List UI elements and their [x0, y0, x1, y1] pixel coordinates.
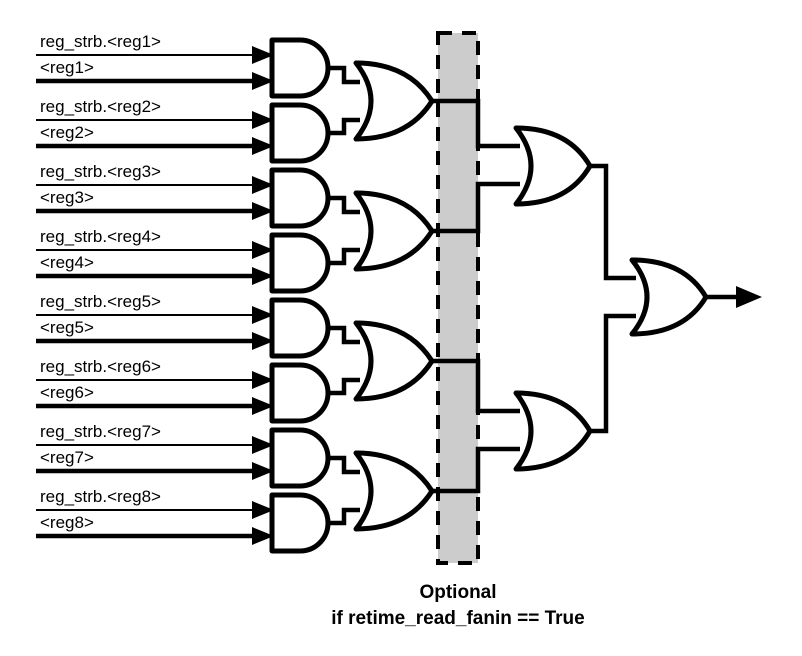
or-gate-stage1-d: [353, 450, 435, 532]
label-reg-strb-2: reg_strb.<reg2>: [40, 97, 161, 116]
label-reg-strb-8: reg_strb.<reg8>: [40, 487, 161, 506]
arrowhead-reg-strb-5: [252, 306, 274, 324]
wire-and6-to-or-c: [328, 377, 360, 396]
stage2-to-final-wires-group: [590, 163, 636, 434]
and-gate-7: [269, 427, 331, 489]
or-gate-stage2-bottom: [513, 390, 593, 472]
caption-optional: Optional: [419, 582, 496, 603]
arrowhead-reg-1: [252, 72, 274, 90]
label-reg-5: <reg5>: [40, 318, 94, 337]
label-reg-strb-5: reg_strb.<reg5>: [40, 292, 161, 311]
arrowhead-reg-6: [252, 397, 274, 415]
arrowhead-reg-strb-7: [252, 436, 274, 454]
and-gate-8: [269, 492, 331, 554]
arrowhead-reg-strb-3: [252, 176, 274, 194]
and-gates-group: [269, 37, 331, 554]
wire-and1-to-or-a: [328, 65, 360, 85]
wire-and2-to-or-a: [328, 117, 360, 136]
arrowhead-reg-strb-8: [252, 501, 274, 519]
or-gate-stage1-a: [353, 60, 435, 142]
or-gate-stage1-c: [353, 320, 435, 402]
or-gate-stage2-top: [513, 125, 593, 207]
arrowhead-output: [736, 286, 762, 308]
or-gate-stage1-b: [353, 190, 435, 272]
input-labels-group: reg_strb.<reg1> <reg1> reg_strb.<reg2> <…: [40, 32, 161, 532]
arrowhead-reg-5: [252, 332, 274, 350]
arrowhead-reg-2: [252, 137, 274, 155]
and-gate-1: [269, 37, 331, 99]
wire-or-bottom-to-final: [590, 313, 636, 434]
input-wires-group: [36, 46, 274, 545]
label-reg-6: <reg6>: [40, 383, 94, 402]
arrowhead-reg-strb-4: [252, 241, 274, 259]
caption-group: Optional if retime_read_fanin == True: [331, 582, 584, 629]
arrowhead-reg-8: [252, 527, 274, 545]
and-gate-6: [269, 362, 331, 424]
arrowhead-reg-3: [252, 202, 274, 220]
caption-condition: if retime_read_fanin == True: [331, 608, 584, 629]
and-gate-5: [269, 297, 331, 359]
wire-and5-to-or-c: [328, 325, 360, 345]
arrowhead-reg-7: [252, 462, 274, 480]
wire-and4-to-or-b: [328, 247, 360, 266]
and-to-or-wires-group: [328, 65, 360, 526]
stage1-to-stage2-wires-group: [432, 98, 520, 494]
or-gate-final: [629, 257, 709, 337]
or-gates-stage1-group: [353, 60, 435, 532]
wire-and7-to-or-d: [328, 455, 360, 475]
final-or-output-group: [629, 257, 762, 337]
label-reg-1: <reg1>: [40, 58, 94, 77]
label-reg-8: <reg8>: [40, 513, 94, 532]
label-reg-4: <reg4>: [40, 253, 94, 272]
label-reg-strb-7: reg_strb.<reg7>: [40, 422, 161, 441]
and-gate-2: [269, 102, 331, 164]
arrowhead-reg-strb-6: [252, 371, 274, 389]
wire-or-top-to-final: [590, 163, 636, 281]
label-reg-strb-3: reg_strb.<reg3>: [40, 162, 161, 181]
label-reg-2: <reg2>: [40, 123, 94, 142]
label-reg-strb-1: reg_strb.<reg1>: [40, 32, 161, 51]
optional-retiming-box: [436, 31, 480, 565]
label-reg-strb-6: reg_strb.<reg6>: [40, 357, 161, 376]
wire-or-a-to-or-top: [432, 98, 520, 149]
arrowhead-reg-4: [252, 267, 274, 285]
wire-and8-to-or-d: [328, 507, 360, 526]
and-gate-3: [269, 167, 331, 229]
wire-or-c-to-or-bottom: [432, 358, 520, 414]
wire-and3-to-or-b: [328, 195, 360, 215]
arrowhead-reg-strb-1: [252, 46, 274, 64]
or-gates-stage2-group: [513, 125, 593, 472]
and-gate-4: [269, 232, 331, 294]
label-reg-strb-4: reg_strb.<reg4>: [40, 227, 161, 246]
wire-or-b-to-or-top: [432, 181, 520, 234]
arrowhead-reg-strb-2: [252, 111, 274, 129]
label-reg-7: <reg7>: [40, 448, 94, 467]
label-reg-3: <reg3>: [40, 188, 94, 207]
wire-or-d-to-or-bottom: [432, 446, 520, 494]
